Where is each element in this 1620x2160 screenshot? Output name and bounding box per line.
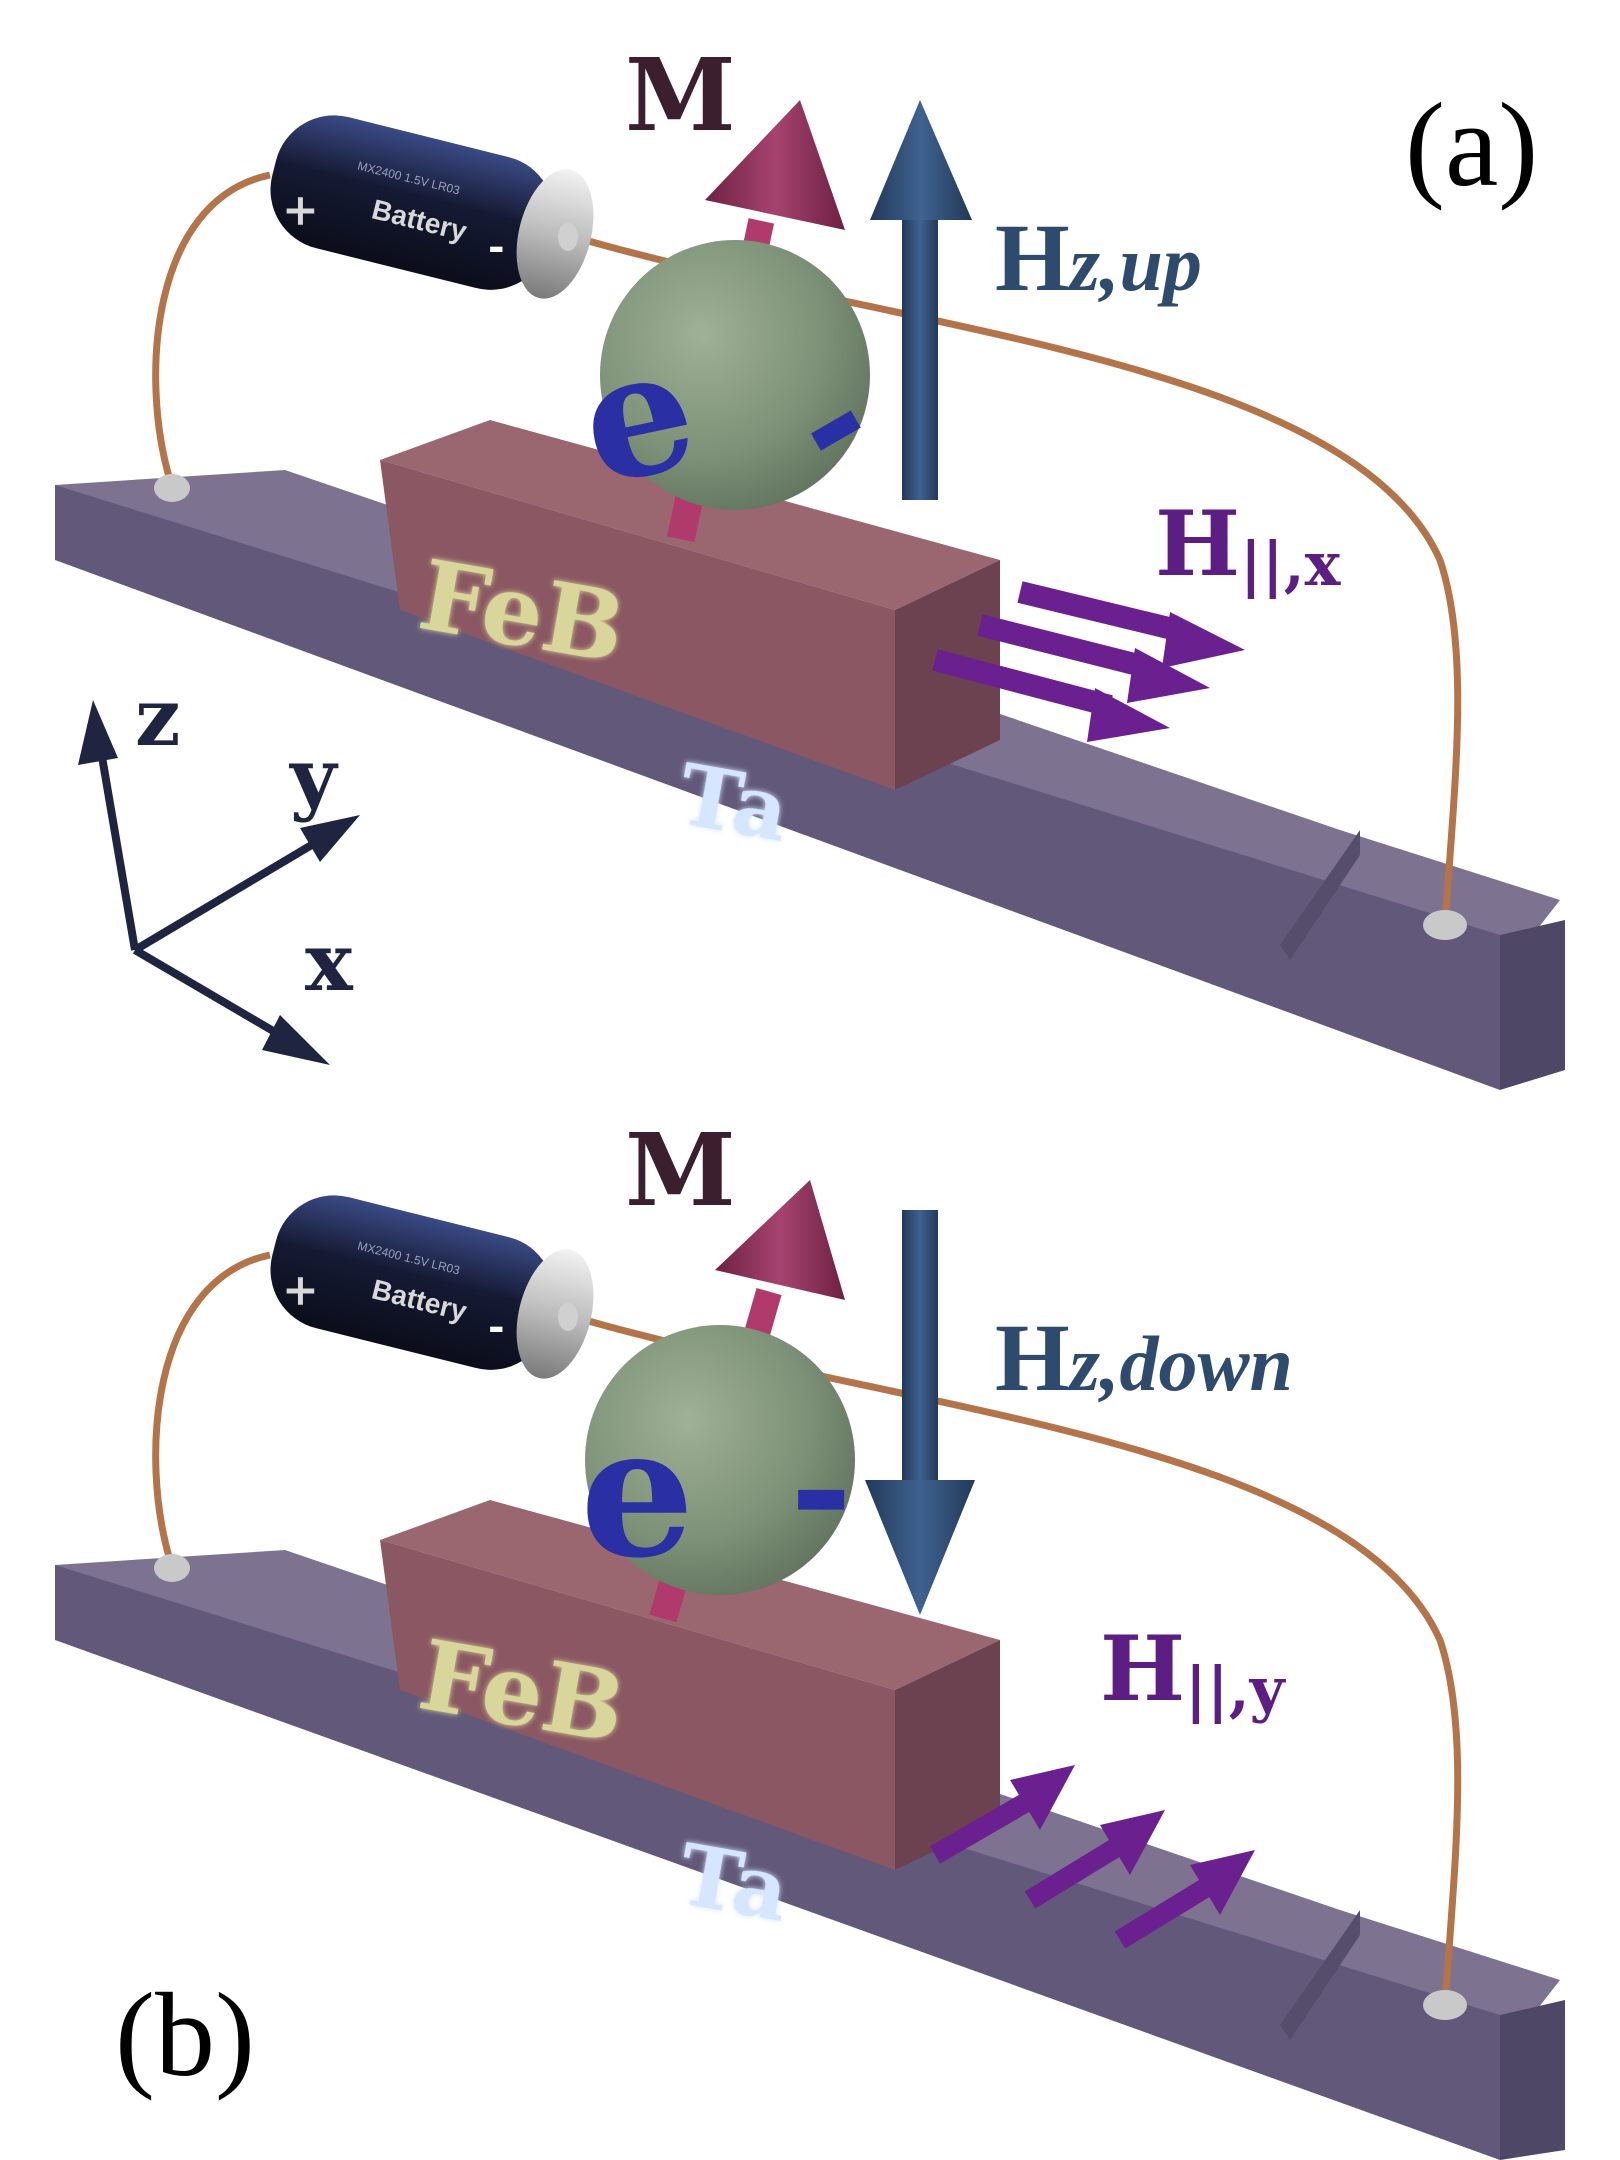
hx-arrow-3-stem [932,649,1113,717]
solder-joint-left [154,474,190,502]
z-axis-head [78,700,118,765]
ta-step [1280,830,1360,960]
ta-front-face [55,485,1500,1090]
electron-letter: e [580,1387,695,1598]
hz-up-arrow [870,100,972,500]
battery-cap [516,1249,594,1379]
hz-label-symbol: H [995,1304,1070,1411]
panel-b-tag: (b) [115,1968,255,2101]
battery-terminal [558,1303,578,1331]
electron-sphere [600,240,870,510]
hz-label-symbol: H [995,204,1070,311]
battery-terminal [558,223,578,251]
hz-label: Hz,down [995,1304,1293,1411]
h-parallel-label-subscript: ||,y [1185,1655,1287,1725]
h-parallel-label-subscript: ||,x [1240,530,1342,600]
feb-side-face [895,1640,1000,1870]
battery: + - Battery MX2400 1.5V LR03 [270,1195,594,1379]
feb-front-face [380,1540,895,1870]
hy-arrow-3-stem [1114,1876,1216,1949]
hz-label-subscript: z,down [1067,1320,1293,1407]
hz-label: Hz,up [995,204,1202,311]
solder-joint-left [154,1554,190,1582]
hz-arrow-stem [902,1210,938,1490]
battery-minus-sign: - [488,223,505,270]
electron: e - [564,240,901,525]
coordinate-axes: z y x [78,670,360,1065]
hx-arrow-2-stem [977,614,1153,679]
h-parallel-label: H||,y [1100,1616,1287,1725]
wire [152,1251,1462,2006]
h-parallel-label: H||,x [1155,491,1342,600]
panel-b: + - Battery MX2400 1.5V LR03 e - [55,1111,1565,2160]
hx-arrow-3-head [1087,688,1170,742]
ta-front-face [55,1565,1500,2160]
electron-sign: - [790,1400,852,1576]
h-parallel-x-arrows [932,581,1245,742]
hx-arrow-2-head [1127,648,1210,703]
z-axis-line [96,744,139,951]
feb-side-face [895,560,1000,790]
panel-a-tag: (a) [1405,78,1538,211]
x-axis-line [132,946,283,1039]
hz-arrow-head [865,1480,975,1615]
m-arrow-head [715,1180,845,1300]
hy-arrow-2-stem [1024,1836,1126,1909]
ta-end-face [1500,920,1565,1090]
x-axis-head [262,1015,330,1065]
battery-plus-sign: + [282,1265,319,1316]
h-parallel-y-arrows [929,1765,1255,1949]
battery: + - Battery MX2400 1.5V LR03 [270,115,594,299]
m-label: M [625,36,736,154]
hz-arrow-stem [902,205,938,500]
m-arrow-head [705,100,845,230]
hz-down-arrow [865,1210,975,1615]
solder-joint-right [1423,910,1467,940]
hy-arrow-1-stem [929,1791,1036,1864]
x-axis-label: x [305,915,354,1009]
y-axis-line [132,836,323,954]
electron: e - [580,1325,855,1598]
ta-label: Ta [672,1825,796,1941]
battery-plus-sign: + [282,185,319,236]
wire [152,171,1462,926]
battery-cap [516,169,594,299]
h-parallel-label-symbol: H [1100,1616,1185,1722]
hy-arrow-3-head [1190,1850,1255,1915]
y-axis-label: y [288,730,339,824]
hx-arrow-1-stem [1017,581,1188,643]
hy-arrow-1-head [1010,1765,1075,1830]
ta-label: Ta [672,745,796,861]
battery-body [270,1195,555,1370]
feb-block [380,1500,1000,1870]
hz-label-subscript: z,up [1067,220,1202,307]
y-axis-head [300,815,360,862]
ta-step [1280,1910,1360,2040]
battery-minus-sign: - [488,1303,505,1350]
hy-arrow-2-head [1100,1810,1165,1875]
panel-a: + - Battery MX2400 1.5V LR03 e - [55,36,1565,1090]
m-label: M [625,1111,736,1229]
hz-arrow-head [870,100,972,220]
h-parallel-label-symbol: H [1155,491,1240,597]
electron-sphere [585,1325,855,1595]
feb-front-face [380,460,895,790]
ta-end-face [1500,2000,1565,2160]
z-axis-label: z [135,670,180,764]
hx-arrow-1-head [1162,612,1245,668]
feb-top-face [380,1500,1000,1690]
battery-body [270,115,555,290]
solder-joint-right [1423,1990,1467,2020]
